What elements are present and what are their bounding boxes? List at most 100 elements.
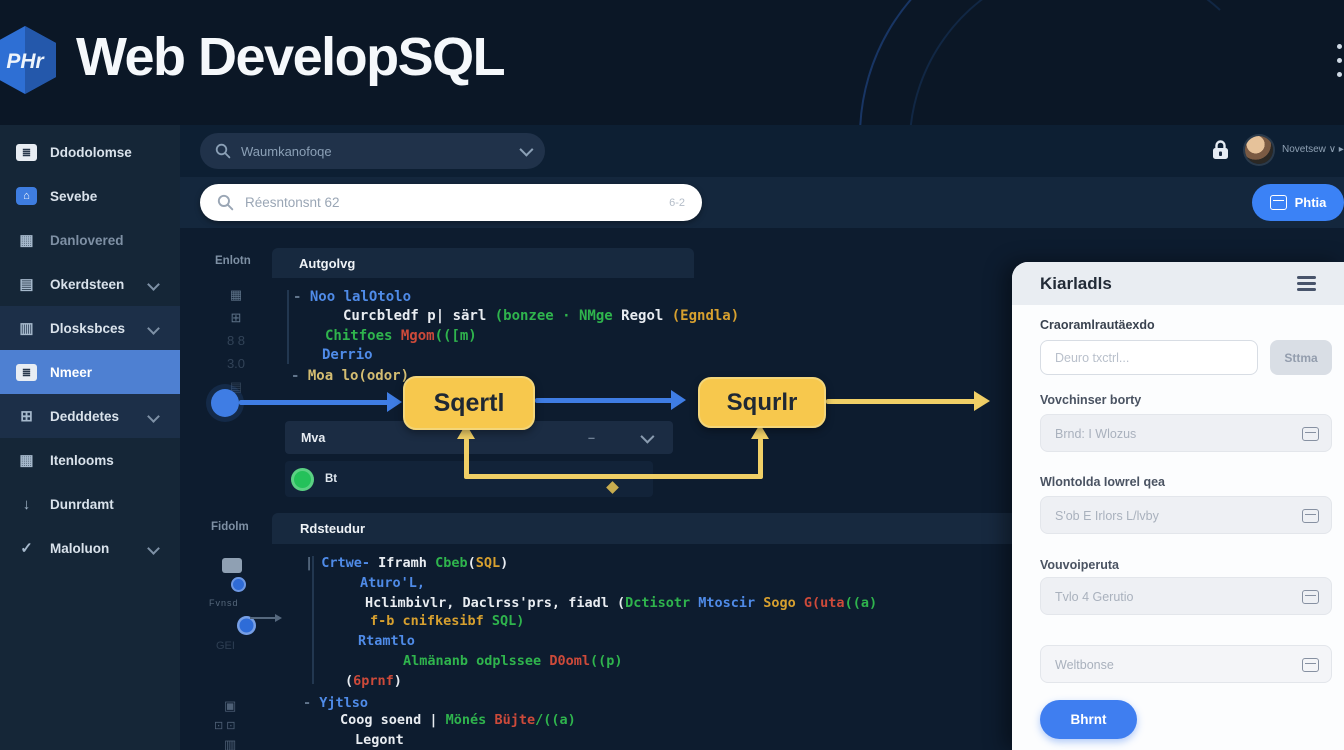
sidebar: ≣ Ddodolomse ⌂ Sevebe ▦ Danlovered ▤ Oke…	[0, 125, 180, 750]
input-placeholder: Deuro txctrl...	[1055, 351, 1130, 365]
folder-icon: ▤	[19, 276, 34, 293]
flow-node-1[interactable]: Sqertl	[403, 376, 535, 430]
grid-icon: ⊞	[20, 408, 33, 425]
code-line: (6prnf)	[345, 673, 402, 689]
book-icon: ≣	[16, 363, 37, 381]
sidebar-item-label: Maloluon	[50, 540, 110, 556]
gutter-glyph: ▤	[229, 379, 243, 394]
download-icon: ↓	[22, 495, 31, 513]
user-menu-icons: ∨ ▸ /	[1328, 144, 1344, 155]
flow-feedback-line	[464, 474, 763, 479]
calendar-icon[interactable]	[1302, 658, 1319, 672]
flow-dropdown[interactable]: Mva –	[285, 421, 673, 454]
search-icon	[217, 194, 234, 211]
text-input[interactable]: Brnd: I Wlozus	[1040, 414, 1332, 452]
chevron-down-icon	[147, 277, 160, 291]
home-icon: ⌂	[16, 187, 37, 205]
flow-start-node[interactable]	[211, 389, 239, 417]
status-label: Bt	[325, 473, 338, 485]
search-placeholder: Réesntonsnt 62	[245, 195, 340, 210]
search-input[interactable]: Waumkanofoqe	[200, 133, 545, 169]
editor1-tab-label: Autgolvg	[299, 255, 356, 271]
gutter-glyph: ▥	[224, 737, 237, 750]
indent-guide	[312, 556, 314, 684]
filter-button[interactable]: Phtia	[1252, 184, 1344, 221]
sidebar-item-4[interactable]: ▥ Dlosksbces	[0, 306, 180, 350]
gutter-glyph: ▣	[224, 698, 237, 713]
text-input[interactable]: Deuro txctrl...	[1040, 340, 1258, 375]
top-bar: Waumkanofoqe Novetsew ∨ ▸ /	[180, 125, 1344, 177]
arrow-right-icon	[387, 392, 402, 412]
sidebar-item-2[interactable]: ▦ Danlovered	[0, 218, 180, 262]
sidebar-item-label: Sevebe	[50, 188, 98, 204]
properties-panel: Kiarladls Craoramlrautäexdo Deuro txctrl…	[1012, 262, 1344, 750]
flow-node-2[interactable]: Squrlr	[698, 377, 826, 428]
chevron-down-icon	[640, 429, 655, 444]
shortcut-hint: 6-2	[669, 196, 685, 209]
flow-dropdown-label: Mva	[301, 430, 326, 445]
editor1-gutter: ▦ ⊞ 8 8 3.0 ▤	[216, 287, 256, 395]
grid-icon[interactable]: ▦	[229, 287, 243, 302]
sidebar-item-0[interactable]: ≣ Ddodolomse	[0, 130, 180, 174]
sidebar-item-label: Okerdsteen	[50, 276, 125, 292]
user-name[interactable]: Novetsew ∨ ▸ /	[1282, 144, 1344, 155]
decorative-arcs	[859, 0, 1221, 125]
sidebar-item-label: Ddodolomse	[50, 144, 132, 160]
chevron-down-icon	[519, 142, 534, 157]
arrow-right-icon	[974, 391, 990, 411]
input-placeholder: Tvlo 4 Gerutio	[1055, 590, 1134, 604]
editor2-tab-label: Rdsteudur	[300, 521, 365, 536]
status-green-dot	[291, 467, 314, 491]
plus-box-icon[interactable]: ⊞	[230, 310, 242, 325]
lock-icon[interactable]	[1212, 140, 1229, 160]
sidebar-item-6[interactable]: ⊞ Dedddetes	[0, 394, 180, 438]
sidebar-item-8[interactable]: ↓ Dunrdamt	[0, 482, 180, 526]
secondary-button[interactable]: Sttma	[1270, 340, 1332, 375]
field-label: Wlontolda Iowrel qea	[1040, 475, 1166, 489]
code-line: f-b cnifkesibf SQL)	[370, 613, 525, 629]
panel-section-label: Craoramlrautäexdo	[1040, 318, 1155, 332]
gutter-glyph: 8 8	[226, 333, 246, 348]
gutter-text: Fvnsd	[209, 598, 239, 608]
logo-text: PHr	[6, 50, 45, 73]
kebab-menu-icon[interactable]	[1337, 44, 1342, 77]
text-input[interactable]: Tvlo 4 Gerutio	[1040, 577, 1332, 615]
sidebar-item-label: Dlosksbces	[50, 320, 126, 336]
gutter-blue-dot-icon	[231, 577, 246, 592]
secondary-button-label: Sttma	[1284, 350, 1318, 365]
search-icon	[215, 143, 231, 159]
panel-title: Kiarladls	[1040, 273, 1112, 293]
gutter-text: GEI	[216, 640, 235, 652]
gutter-glyph: ⊡ ⊡	[214, 720, 236, 732]
flow-node-1-label: Sqertl	[433, 388, 505, 417]
flow-connector-yellow	[826, 399, 976, 404]
sidebar-item-5-selected[interactable]: ≣ Nmeer	[0, 350, 180, 394]
gutter-block-icon	[222, 558, 242, 573]
calendar-icon[interactable]	[1302, 427, 1319, 441]
calendar-icon[interactable]	[1302, 590, 1319, 604]
code-line: - Yjtlso	[303, 695, 369, 711]
book-icon: ≣	[16, 143, 37, 161]
code-line: Rtamtlo	[358, 633, 415, 649]
submit-button[interactable]: Bhrnt	[1040, 700, 1137, 739]
sidebar-item-7[interactable]: ▦ Itenlooms	[0, 438, 180, 482]
dash-glyph: –	[588, 430, 595, 445]
flow-status-row: Bt	[285, 461, 653, 497]
flow-connector-blue	[239, 400, 389, 405]
text-input[interactable]: Weltbonse	[1040, 645, 1332, 683]
main-search-input[interactable]: Réesntonsnt 62 6-2	[200, 184, 702, 221]
user-avatar[interactable]	[1245, 136, 1273, 164]
hamburger-menu-icon[interactable]	[1297, 276, 1316, 291]
sidebar-item-label: Danlovered	[50, 232, 124, 248]
editor2-tab[interactable]: Rdsteudur ↻	[272, 513, 1056, 544]
sidebar-item-3[interactable]: ▤ Okerdsteen	[0, 262, 180, 306]
field-label: Vovchinser borty	[1040, 393, 1142, 407]
chevron-down-icon	[147, 409, 160, 423]
calendar-icon[interactable]	[1302, 509, 1319, 523]
text-input[interactable]: S'ob E Irlors L/lvby	[1040, 496, 1332, 534]
code-line: Coog soend | Mönés Büjte/((a)	[340, 712, 576, 728]
editor1-tab[interactable]: Autgolvg	[272, 248, 694, 278]
sidebar-item-9[interactable]: ✓ Maloluon	[0, 526, 180, 570]
table-icon: ▥	[19, 320, 34, 337]
sidebar-item-1[interactable]: ⌂ Sevebe	[0, 174, 180, 218]
